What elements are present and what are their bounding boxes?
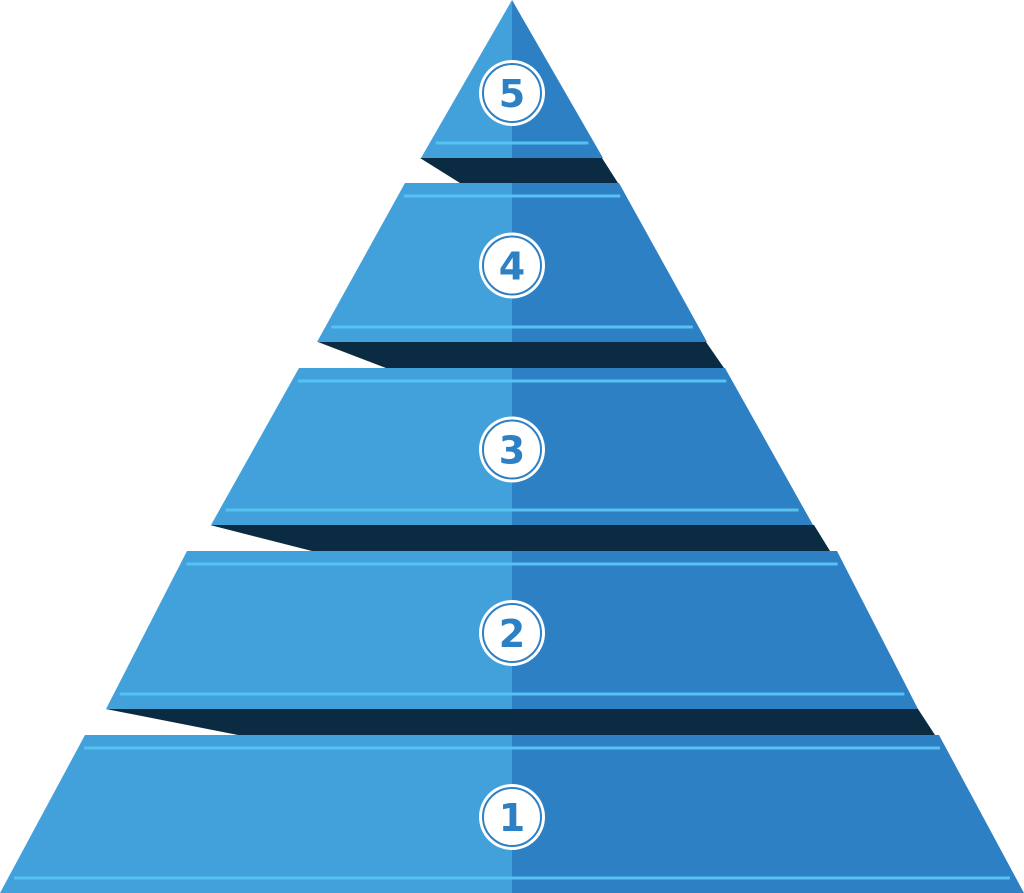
badge-ring-outer <box>479 784 545 850</box>
tier-right-face <box>512 551 918 709</box>
badge-ring-outer <box>479 232 545 299</box>
tier-left-face <box>317 183 512 342</box>
pyramid-tier-5 <box>421 0 603 158</box>
pyramid-tier-2 <box>106 551 918 709</box>
level-badge: 1 <box>479 784 545 850</box>
pyramid-badges: 1 2 3 4 5 <box>479 60 545 850</box>
pyramid-shadows <box>106 158 935 735</box>
level-number-2: 2 <box>499 612 525 656</box>
level-badge: 3 <box>479 416 545 483</box>
badge-ring-inner <box>482 603 542 663</box>
tier-right-face <box>512 183 707 342</box>
tier-right-face <box>512 735 1024 893</box>
badge-ring-outer <box>479 600 545 666</box>
badge-ring-inner <box>482 787 542 847</box>
level-number-3: 3 <box>499 429 525 473</box>
tier-left-face <box>0 735 512 893</box>
tier-shadow-3 <box>318 342 724 368</box>
level-badge: 5 <box>479 60 545 126</box>
pyramid-tier-3 <box>211 368 813 525</box>
tier-left-face <box>421 0 512 158</box>
badge-ring-outer <box>479 416 545 483</box>
level-number-5: 5 <box>499 72 525 116</box>
badge-ring-outer <box>479 60 545 126</box>
tier-right-face <box>512 0 603 158</box>
tier-left-face <box>106 551 512 709</box>
tier-shadow-2 <box>210 525 830 551</box>
badge-ring-inner <box>482 63 542 123</box>
tier-right-face <box>512 368 813 525</box>
level-badge: 2 <box>479 600 545 666</box>
badge-ring-inner <box>482 419 542 480</box>
tier-shadow-1 <box>106 709 935 735</box>
tier-left-face <box>211 368 512 525</box>
badge-ring-inner <box>482 235 542 296</box>
pyramid-tier-4 <box>317 183 707 342</box>
pyramid-tier-1 <box>0 735 1024 893</box>
tier-shadow-4 <box>420 158 618 183</box>
level-badge: 4 <box>479 232 545 299</box>
level-number-1: 1 <box>499 796 525 840</box>
level-number-4: 4 <box>499 245 525 289</box>
